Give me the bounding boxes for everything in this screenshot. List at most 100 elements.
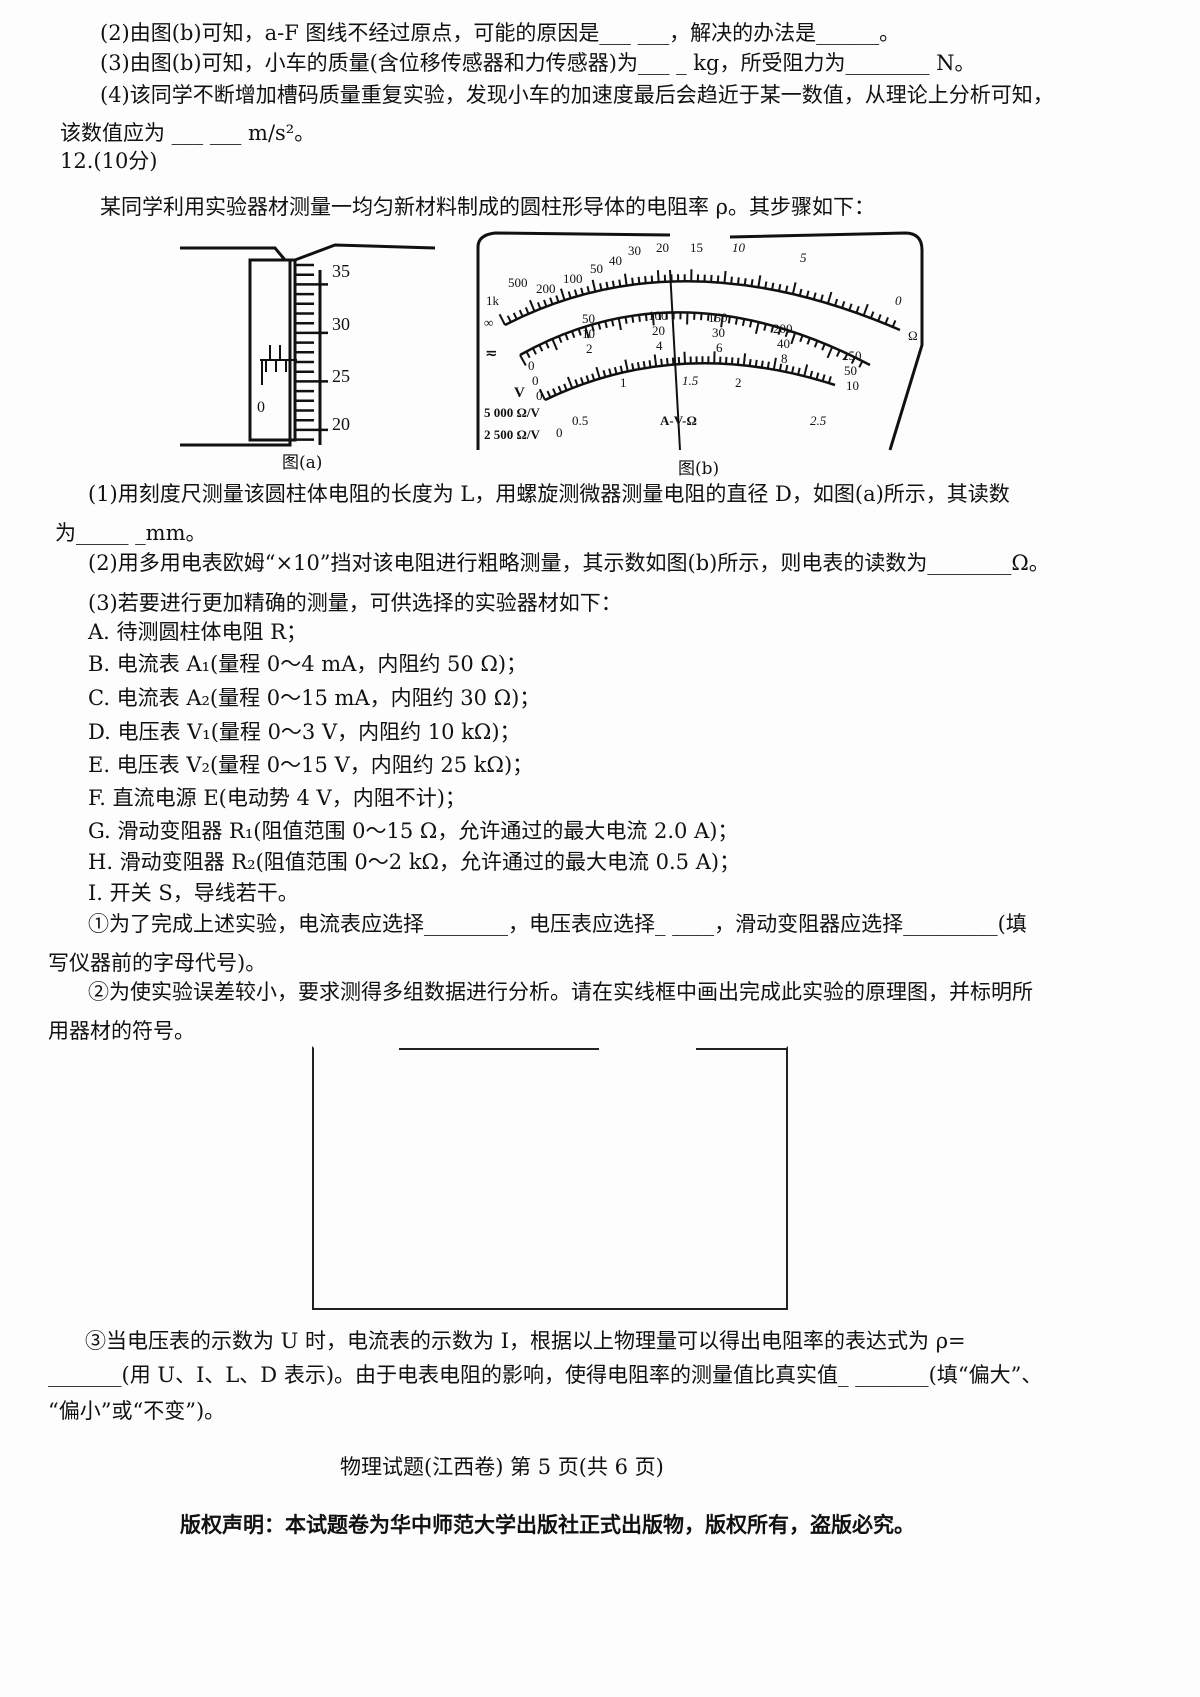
dial-tick [574,379,579,387]
dial-tick [631,363,635,371]
step1-cont: 写仪器前的字母代号)。 [48,951,267,975]
dial-tick [631,277,635,285]
dial-tick [525,351,531,359]
ohm-label: 0 [895,293,902,308]
ohm-label: 500 [508,275,528,290]
dial-tick [579,377,585,385]
mid-label: 100 [648,308,668,323]
dial-tick [591,373,596,381]
sensitivity-dc: 5 000 Ω/V [484,405,541,420]
dial-tick [549,297,554,305]
figure-b-caption: 图(b) [678,459,720,479]
dial-tick [543,299,548,307]
step3: ③当电压表的示数为 U 时，电流表的示数为 I，根据以上物理量可以得出电阻率的表… [85,1329,966,1353]
dial-tick [660,358,663,366]
option-b: B. 电流表 A₁(量程 0～4 mA，内阻约 50 Ω)； [88,652,528,676]
dial-tick [642,361,646,369]
micrometer-figure: 0 35 30 25 20 [180,243,436,447]
dial-tick [764,281,768,289]
dial-tick [748,358,752,367]
q12-part2: (2)用多用电表欧姆“×10”挡对该电阻进行粗略测量，其示数如图(b)所示，则电… [88,551,1050,575]
dial-tick [498,313,506,326]
dial-tick [734,317,739,325]
dial-tick [611,280,616,288]
dial-tick [528,299,536,312]
dial-tick [741,318,746,327]
dial-tick [563,383,568,391]
dial-tick [723,270,727,284]
dial-tick [884,317,889,325]
ohm-label: 30 [628,243,641,258]
q12-part1: (1)用刻度尺测量该圆柱体电阻的长度为 L，用螺旋测微器测量电阻的直径 D，如图… [88,482,1010,506]
dial-tick [809,370,814,378]
dial-tick [770,325,775,333]
dial-tick [799,334,804,343]
page-footer: 物理试题(江西卷) 第 5 页(共 6 页) [340,1455,664,1479]
dial-tick [730,276,733,284]
ohm-label: 1k [486,293,500,308]
dial-tick [577,328,582,336]
dial-tick [623,273,628,286]
circuit-drawing-box[interactable] [312,1046,788,1310]
dial-tick [766,361,770,369]
mid-label: 20 [652,323,665,338]
mid-label: 50 [844,363,857,378]
mid-label: 10 [582,326,595,341]
dial-tick [536,301,542,310]
mid-label: 150 [708,310,728,325]
dial-tick [585,375,590,383]
ohm-label: 20 [656,240,669,255]
q11-part2: (2)由图(b)可知，a-F 图线不经过原点，可能的原因是___ ___，解决的… [100,21,901,45]
dial-tick [841,300,846,309]
dial-tick [608,368,612,376]
dc-symbol: ≂ [485,346,498,362]
dial-tick [573,289,578,297]
dial-tick [891,320,897,328]
dial-tick [862,303,869,316]
dial-tick [819,294,824,302]
q11-part4: (4)该同学不断增加槽码质量重复实验，发现小车的加速度最后会趋近于某一数值，从理… [100,83,1054,107]
dial-tick [778,363,783,371]
q12-heading: 12.(10分) [60,149,158,173]
dial-tick [648,360,652,368]
option-a: A. 待测圆柱体电阻 R； [88,620,308,644]
step3-cont2: “偏小”或“不变”)。 [48,1399,226,1423]
dial-tick [771,282,775,290]
ac-label: 2 [735,375,742,390]
dial-tick [716,275,720,283]
q11-part4-cont: 该数值应为 ___ ___ m/s²。 [60,121,316,145]
dial-tick [850,356,856,365]
dial-tick [651,313,655,326]
dial-tick [552,388,557,396]
dial-tick [524,306,530,315]
dial-tick [566,376,574,389]
step1: ①为了完成上述实验，电流表应选择________，电压表应选择_ ____，滑动… [88,912,1027,936]
dial-tick [551,338,558,351]
dial-tick [777,283,782,292]
option-g: G. 滑动变阻器 R₁(阻值范围 0～15 Ω，允许通过的最大电流 2.0 A)… [88,819,739,843]
dial-tick [597,322,602,330]
option-c: C. 电流表 A₂(量程 0～15 mA，内阻约 30 Ω)； [88,686,541,710]
dial-tick [506,315,512,323]
dial-tick [637,276,641,284]
mid-label: 4 [656,338,663,353]
ac-symbol: V [514,385,525,401]
dial-tick [671,357,675,365]
center-label: A-V-Ω [660,413,697,428]
thimble-label: 30 [332,314,350,334]
q12-part1-cont: 为_____ _mm。 [55,521,207,545]
dial-tick [748,320,753,328]
dial-tick [650,275,654,283]
dial-tick [624,316,628,324]
dial-tick [777,327,782,335]
dial-tick [877,314,882,322]
sensitivity-ac: 2 500 Ω/V [484,427,541,442]
mid-label: 6 [716,340,723,355]
thimble-label: 35 [332,261,350,281]
dial-tick [806,337,811,345]
dial-tick [713,314,717,322]
ac-label: 1 [620,375,627,390]
dial-tick [754,359,758,367]
dial-tick [586,286,591,294]
figure-a-caption: 图(a) [282,453,323,473]
